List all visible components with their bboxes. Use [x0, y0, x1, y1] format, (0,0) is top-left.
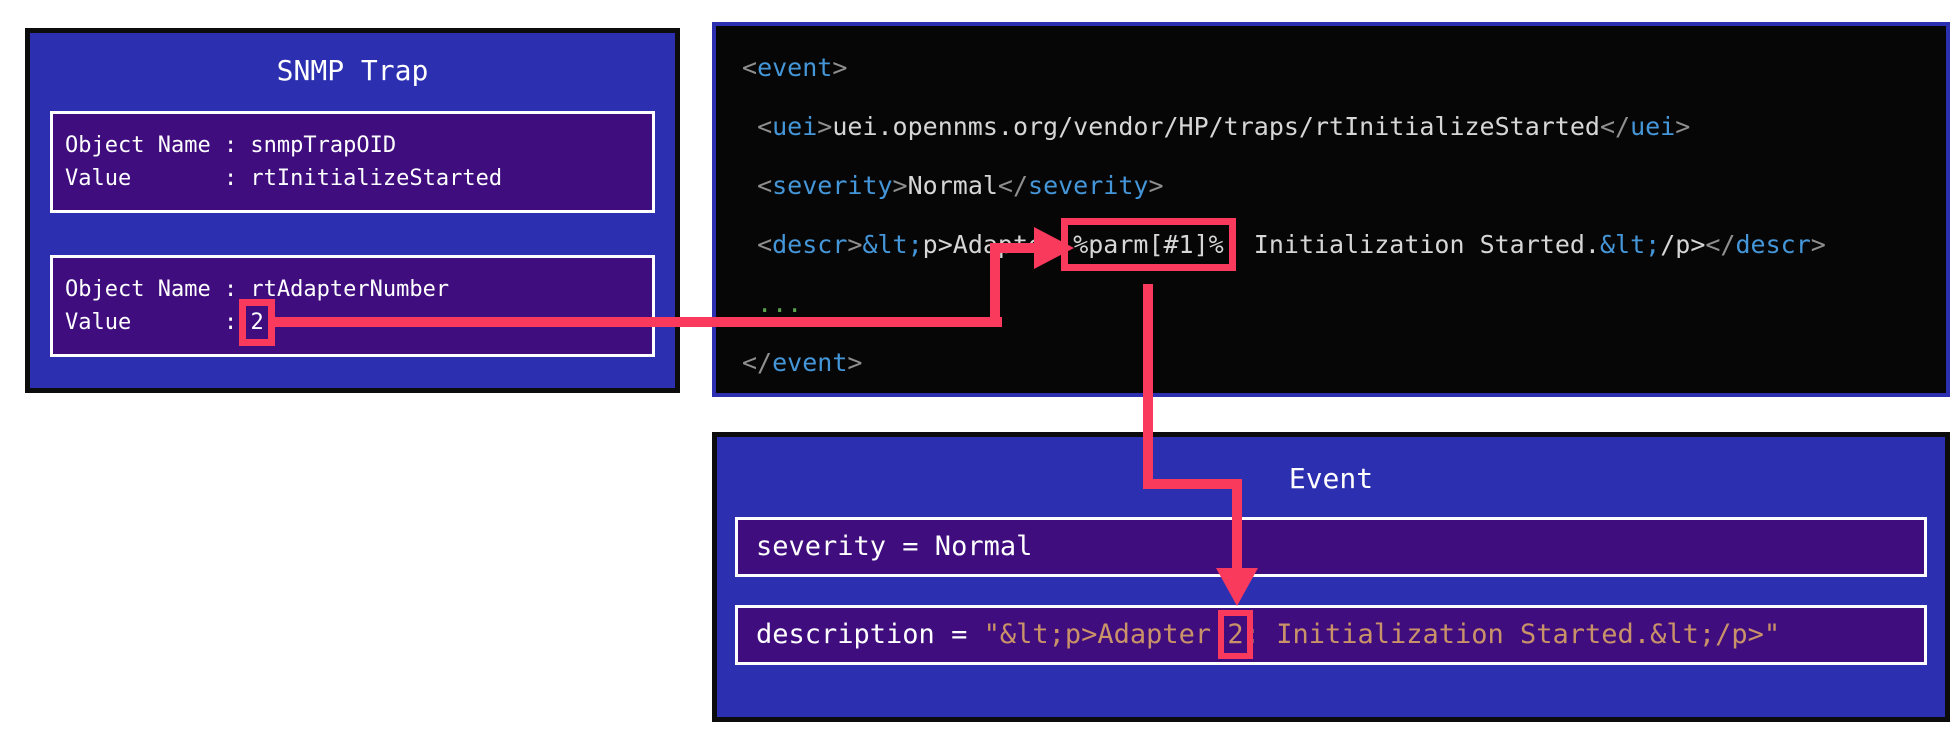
code-token: </	[1599, 112, 1631, 141]
code-line-severity: <severity>Normal</severity>	[742, 156, 1946, 215]
code-token: uei.opennms.org/vendor/HP/traps/rtInitia…	[832, 112, 1600, 141]
event-description-row: description = "&lt;p>Adapter 2: Initiali…	[735, 605, 1927, 665]
description-string-after: : Initialization Started.&lt;/p>"	[1243, 619, 1781, 650]
code-token: event	[757, 53, 833, 82]
code-token: </	[997, 171, 1029, 200]
varbind-object-name: Object Name : rtAdapterNumber	[65, 277, 450, 302]
code-token: /p>	[1660, 230, 1706, 259]
description-label: description =	[756, 619, 984, 650]
code-token: severity	[1028, 171, 1149, 200]
varbind-value: Value : 2	[65, 299, 652, 346]
code-token: >	[847, 348, 863, 377]
code-token: Normal	[907, 171, 998, 200]
code-token: >	[847, 230, 863, 259]
code-token: >	[1810, 230, 1826, 259]
code-token: descr	[772, 230, 848, 259]
code-token: ...	[757, 289, 803, 318]
code-token: <	[757, 112, 773, 141]
code-token: >	[892, 171, 908, 200]
code-line-event-close: </event>	[742, 333, 1946, 392]
varbind-value: Value : rtInitializeStarted	[65, 166, 503, 191]
code-token: <	[757, 171, 773, 200]
snmp-trap-box: SNMP Trap Object Name : snmpTrapOID Valu…	[25, 28, 680, 393]
code-token: >	[817, 112, 833, 141]
arrow-parm-to-description-vertical	[1143, 284, 1153, 489]
code-token: &lt;	[1600, 230, 1661, 259]
severity-text: severity = Normal	[756, 531, 1033, 562]
arrow-down-icon	[1216, 568, 1258, 606]
code-token: descr	[1735, 230, 1811, 259]
arrow-trap-to-parm-horizontal	[272, 317, 1002, 327]
code-token: &lt;	[862, 230, 923, 259]
event-title: Event	[1288, 462, 1374, 495]
event-severity-row: severity = Normal	[735, 517, 1927, 577]
event-definition-code-box: <event> <uei>uei.opennms.org/vendor/HP/t…	[712, 22, 1950, 397]
parm-placeholder-highlight: %parm[#1]%	[1061, 218, 1236, 271]
code-token: uei	[1630, 112, 1676, 141]
event-box: Event severity = Normal description = "&…	[712, 432, 1950, 722]
code-token: event	[772, 348, 848, 377]
code-token: severity	[772, 171, 893, 200]
trap-varbind-rtadapternumber: Object Name : rtAdapterNumber Value : 2	[50, 255, 655, 357]
code-line-uei: <uei>uei.opennms.org/vendor/HP/traps/rtI…	[742, 97, 1946, 156]
code-token: </	[1705, 230, 1736, 259]
adapter-number-value-highlight: 2	[239, 299, 275, 346]
arrow-trap-to-parm-top	[990, 243, 1036, 253]
code-token: uei	[772, 112, 818, 141]
description-string-before: "&lt;p>Adapter	[983, 619, 1228, 650]
code-token: </	[742, 348, 773, 377]
code-line-ellipsis: ...	[742, 274, 1946, 333]
arrow-parm-to-description-jog	[1143, 479, 1242, 489]
code-token: >	[1675, 112, 1691, 141]
code-token	[742, 171, 757, 200]
trap-varbind-snmptrapoid: Object Name : snmpTrapOID Value : rtInit…	[50, 111, 655, 213]
code-token	[742, 112, 757, 141]
code-token	[742, 289, 757, 318]
code-token: <	[757, 230, 773, 259]
code-line-descr: <descr>&lt;p>Adapter %parm[#1]%: Initial…	[742, 215, 1946, 274]
arrow-right-icon	[1034, 227, 1074, 269]
snmp-trap-title: SNMP Trap	[276, 54, 429, 87]
code-token: >	[1148, 171, 1164, 200]
varbind-object-name: Object Name : snmpTrapOID	[65, 133, 397, 158]
code-token: >	[832, 53, 848, 82]
code-token: <	[742, 53, 758, 82]
code-token	[742, 230, 757, 259]
code-token: : Initialization Started.	[1223, 230, 1600, 259]
arrow-parm-to-description-drop	[1232, 479, 1242, 574]
code-line-event-open: <event>	[742, 38, 1946, 97]
arrow-trap-to-parm-vertical	[990, 243, 1000, 327]
description-value-highlight: 2	[1218, 610, 1253, 659]
value-label: Value :	[65, 310, 251, 335]
